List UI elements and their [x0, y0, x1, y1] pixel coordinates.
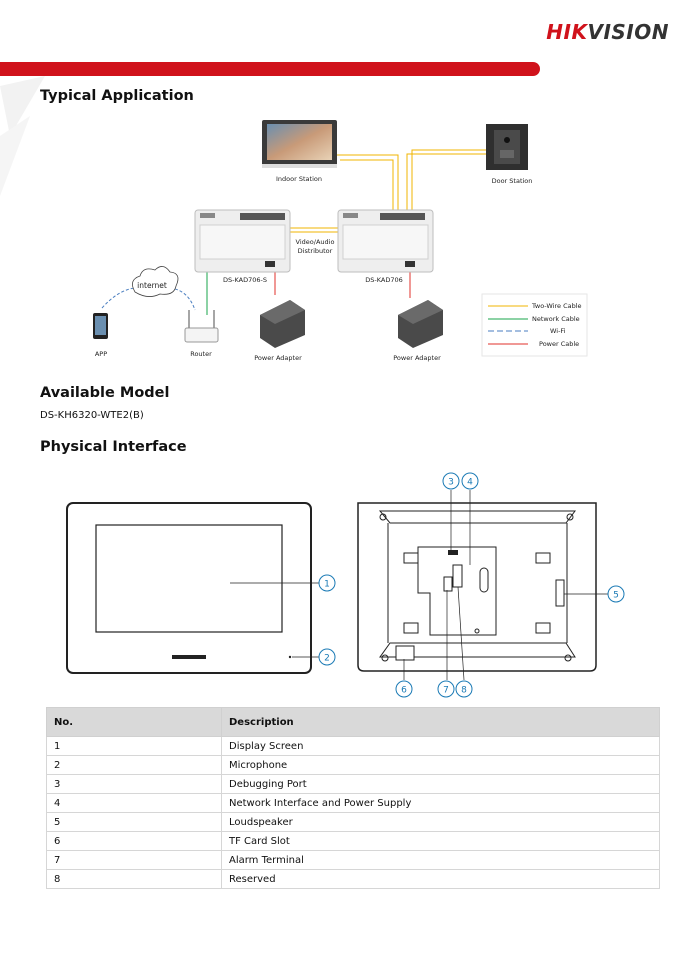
- cell-no: 5: [46, 812, 222, 832]
- cell-description: Loudspeaker: [221, 812, 660, 832]
- indoor-station-device: [262, 120, 337, 168]
- callout-5: 5: [607, 585, 625, 603]
- cable-legend: Two-Wire Cable Network Cable Wi-Fi Power…: [481, 293, 588, 357]
- callout-7: 7: [437, 680, 455, 698]
- cell-no: 8: [46, 869, 222, 889]
- device-left-label: DS-KAD706-S: [223, 276, 267, 284]
- svg-text:6: 6: [401, 686, 407, 696]
- physical-interface-diagram: 1 2 3 4 5 6 7 8: [66, 472, 625, 698]
- callout-1: 1: [318, 574, 336, 592]
- section-title-physical-interface: Physical Interface: [40, 439, 187, 455]
- cell-description: Network Interface and Power Supply: [221, 793, 660, 813]
- cell-no: 4: [46, 793, 222, 813]
- svg-text:5: 5: [613, 591, 619, 601]
- distributor-left-device: [194, 209, 291, 273]
- callout-4: 4: [461, 472, 479, 490]
- device-right-label: DS-KAD706: [365, 276, 402, 284]
- cell-description: Reserved: [221, 869, 660, 889]
- power-adapter-left-label: Power Adapter: [254, 354, 302, 362]
- table-header-row: No. Description: [46, 707, 660, 737]
- cell-no: 2: [46, 755, 222, 775]
- cell-no: 6: [46, 831, 222, 851]
- hikvision-logo: HIKVISION: [546, 20, 669, 44]
- section-title-available-model: Available Model: [40, 385, 170, 401]
- svg-text:2: 2: [324, 654, 330, 664]
- typical-application-diagram: Indoor Station Door Station Video/Audio …: [93, 120, 588, 362]
- smartphone-icon: [93, 313, 108, 339]
- distributor-label-line1: Video/Audio: [296, 238, 335, 246]
- cell-no: 7: [46, 850, 222, 870]
- app-label: APP: [95, 350, 107, 358]
- power-adapter-right-label: Power Adapter: [393, 354, 441, 362]
- front-view-device: [66, 502, 312, 674]
- cell-description: Microphone: [221, 755, 660, 775]
- callout-3: 3: [442, 472, 460, 490]
- section-title-typical-application: Typical Application: [40, 88, 194, 104]
- callout-8: 8: [455, 680, 473, 698]
- router-icon: [184, 310, 219, 343]
- callout-2: 2: [318, 648, 336, 666]
- legend-power: Power Cable: [539, 340, 579, 348]
- header-red-bar: [0, 62, 540, 76]
- indoor-station-label: Indoor Station: [276, 175, 322, 183]
- distributor-label-line2: Distributor: [298, 247, 333, 255]
- rear-view-device: [357, 502, 597, 672]
- svg-text:3: 3: [448, 478, 454, 488]
- column-header-description: Description: [221, 707, 660, 737]
- internet-cloud-icon: [132, 266, 179, 297]
- model-number: DS-KH6320-WTE2(B): [40, 410, 144, 421]
- legend-two-wire: Two-Wire Cable: [531, 302, 582, 310]
- router-label: Router: [190, 350, 212, 358]
- decorative-watermark: [0, 76, 45, 196]
- cell-description: Alarm Terminal: [221, 850, 660, 870]
- callout-6: 6: [395, 680, 413, 698]
- power-adapter-left-icon: [260, 300, 305, 348]
- cell-description: TF Card Slot: [221, 831, 660, 851]
- cell-description: Debugging Port: [221, 774, 660, 794]
- cell-no: 3: [46, 774, 222, 794]
- door-station-label: Door Station: [492, 177, 533, 185]
- door-station-device: [486, 124, 528, 170]
- cell-description: Display Screen: [221, 736, 660, 756]
- internet-label: internet: [137, 281, 167, 290]
- column-header-no: No.: [46, 707, 222, 737]
- distributor-right-device: [337, 209, 434, 273]
- legend-wifi: Wi-Fi: [550, 327, 566, 335]
- power-adapter-right-icon: [398, 300, 443, 348]
- legend-network: Network Cable: [532, 315, 580, 323]
- cell-no: 1: [46, 736, 222, 756]
- svg-text:7: 7: [443, 686, 449, 696]
- svg-text:4: 4: [467, 478, 473, 488]
- svg-text:8: 8: [461, 686, 467, 696]
- svg-text:1: 1: [324, 580, 330, 590]
